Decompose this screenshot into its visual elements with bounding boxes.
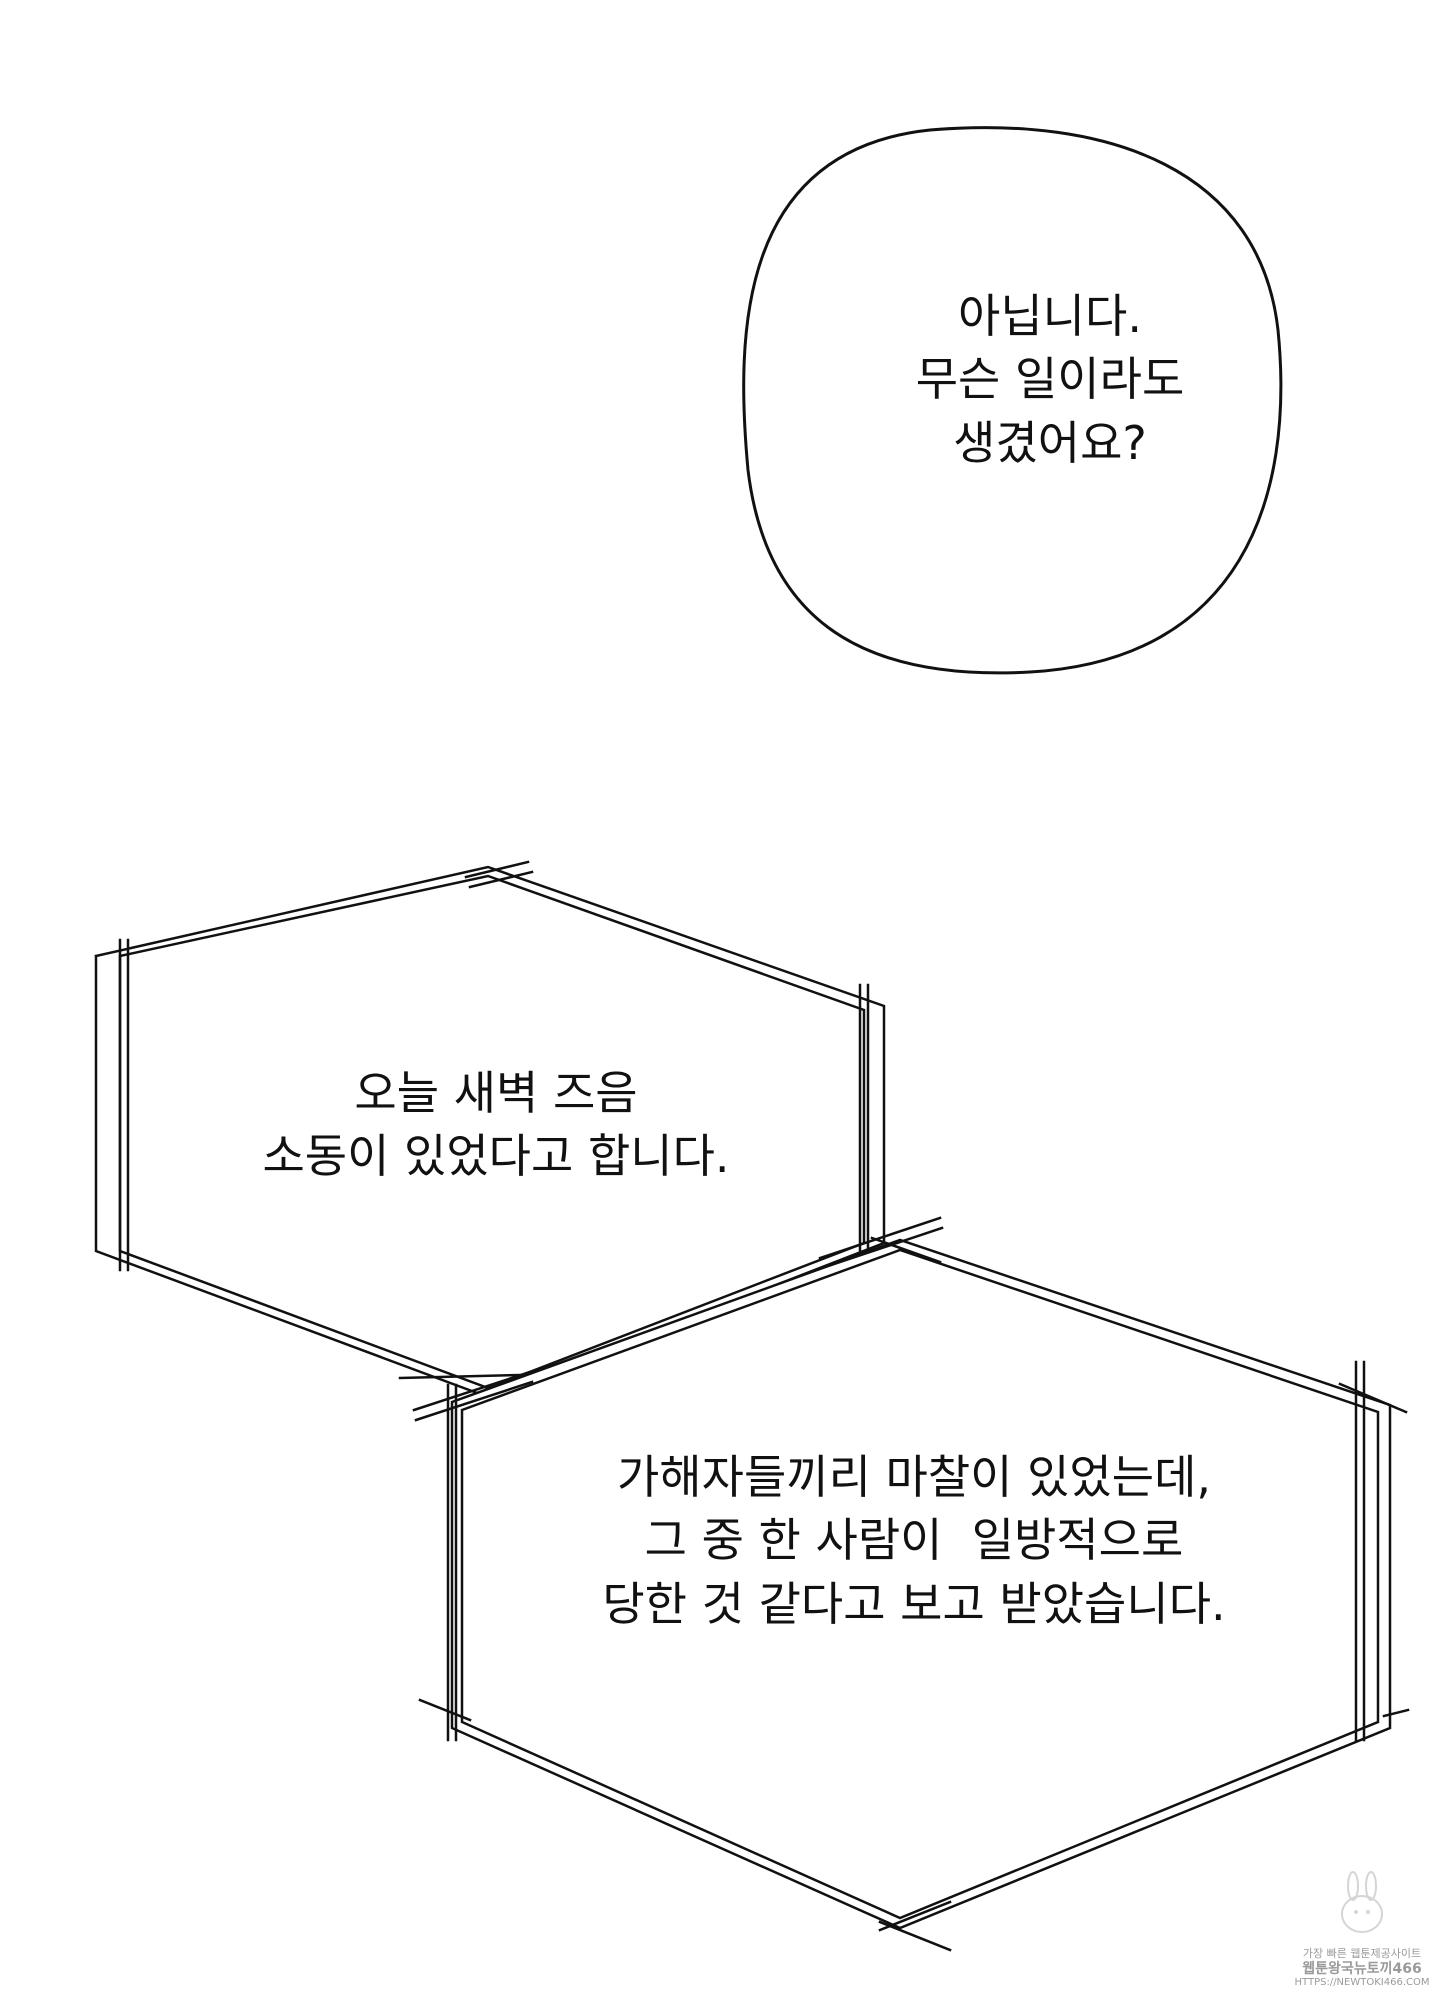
speech-bubble-text: 아닙니다. 무슨 일이라도 생겼어요? <box>820 285 1280 475</box>
watermark-tagline: 가장 빠른 웹툰제공사이트 <box>1302 1947 1422 1961</box>
speech-line-1: 아닙니다. <box>958 289 1142 343</box>
narration-2-line-2: 그 중 한 사람이 일방적으로 <box>644 1513 1184 1568</box>
site-watermark: 가장 빠른 웹툰제공사이트 웹툰왕국뉴토끼466 HTTPS://NEWTOKI… <box>1294 1870 1430 1989</box>
rabbit-logo-icon <box>1341 1871 1383 1933</box>
watermark-site-name: 웹툰왕국뉴토끼466 <box>1302 1961 1422 1978</box>
narration-1-line-1: 오늘 새벽 즈음 <box>354 1066 638 1120</box>
speech-line-2: 무슨 일이라도 <box>915 352 1185 407</box>
narration-box-2-outline <box>412 1216 1410 1952</box>
narration-2-line-3: 당한 것 같다고 보고 받았습니다. <box>602 1576 1226 1631</box>
narration-box-2-text: 가해자들끼리 마찰이 있었는데, 그 중 한 사람이 일방적으로 당한 것 같다… <box>602 1446 1225 1636</box>
speech-bubble-outline <box>742 126 1283 675</box>
watermark-url: HTTPS://NEWTOKI466.COM <box>1294 1977 1430 1989</box>
speech-line-3: 생겼어요? <box>953 415 1147 470</box>
narration-box-1-outline <box>94 860 886 1399</box>
narration-2-line-1: 가해자들끼리 마찰이 있었는데, <box>616 1450 1212 1504</box>
narration-1-line-2: 소동이 있었다고 합니다. <box>262 1129 730 1184</box>
narration-box-1-text: 오늘 새벽 즈음 소동이 있었다고 합니다. <box>262 1062 729 1189</box>
